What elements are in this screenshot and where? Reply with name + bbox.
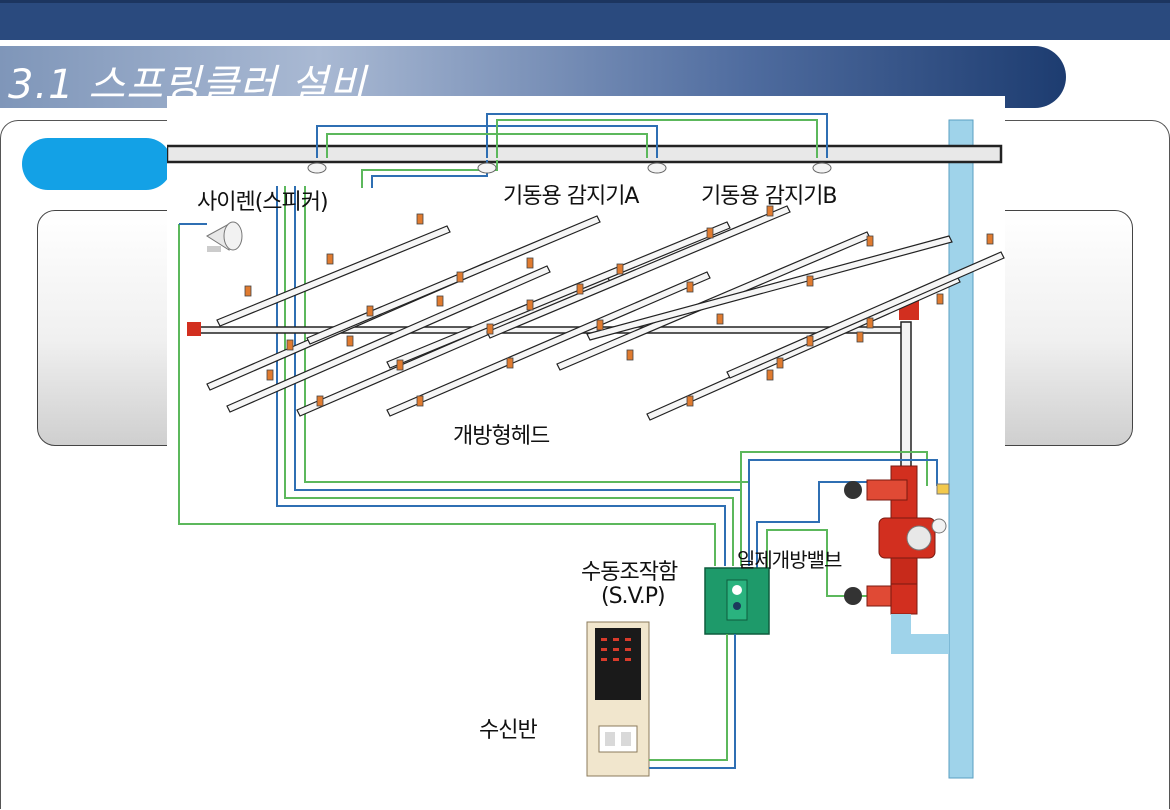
section-pill (22, 138, 172, 190)
wire-detector-control-green (284, 186, 734, 566)
supply-pipe (891, 614, 949, 654)
diagram-canvas (167, 113, 1005, 779)
open-head-label: 개방형헤드 (453, 424, 550, 449)
receiver-outlet (621, 732, 631, 746)
wire-siren-control-green (178, 224, 716, 566)
ceiling-pipe (167, 144, 1003, 164)
detector-head (477, 162, 497, 174)
feed-pipe (900, 321, 912, 483)
pipe-endcap (187, 322, 201, 336)
deluge-valve-icon (844, 465, 950, 615)
wire-valve-blue-2 (756, 481, 907, 576)
receiver-leds (601, 638, 631, 661)
wire-siren-blue (371, 160, 488, 188)
manual-box-label: 수동조작함 (581, 560, 678, 585)
receiver-door (598, 725, 638, 753)
sprinkler-diagram: 사이렌(스피커) 기동용 감지기A 기동용 감지기B 개방형헤드 일제개방밸브 … (167, 96, 1005, 810)
detector-head (307, 162, 327, 174)
detector-a-label: 기동용 감지기A (503, 184, 639, 209)
svp-button (732, 585, 742, 595)
open-heads (244, 205, 994, 407)
wire-valve-green (740, 451, 928, 566)
receiver-label: 수신반 (479, 718, 538, 743)
header-band (0, 0, 1170, 40)
riser-pipe (948, 119, 974, 779)
receiver-outlet (605, 732, 615, 746)
wire-detector-control-blue (276, 186, 726, 566)
wire-valve-blue (748, 459, 938, 566)
wire-detector-control-blue-2 (294, 186, 742, 566)
siren-label: 사이렌(스피커) (197, 190, 329, 215)
siren-speaker-icon (206, 221, 243, 252)
deluge-valve-label: 일제개방밸브 (737, 548, 842, 572)
detector-b-label: 기동용 감지기B (701, 184, 838, 209)
wire-detector-b-green (496, 119, 818, 158)
wire-detector-a-green (326, 133, 648, 158)
wire-detector-b-blue (486, 113, 828, 158)
detector-head (812, 162, 832, 174)
wire-siren-green (361, 160, 498, 188)
svp-indicator (733, 602, 741, 610)
wire-receiver-svp-blue (649, 634, 736, 769)
branch-lines (206, 205, 1005, 421)
main-branch-pipe (194, 326, 908, 334)
svp-label: (S.V.P) (601, 584, 666, 609)
wire-receiver-svp-green (649, 634, 728, 761)
detector-head (647, 162, 667, 174)
